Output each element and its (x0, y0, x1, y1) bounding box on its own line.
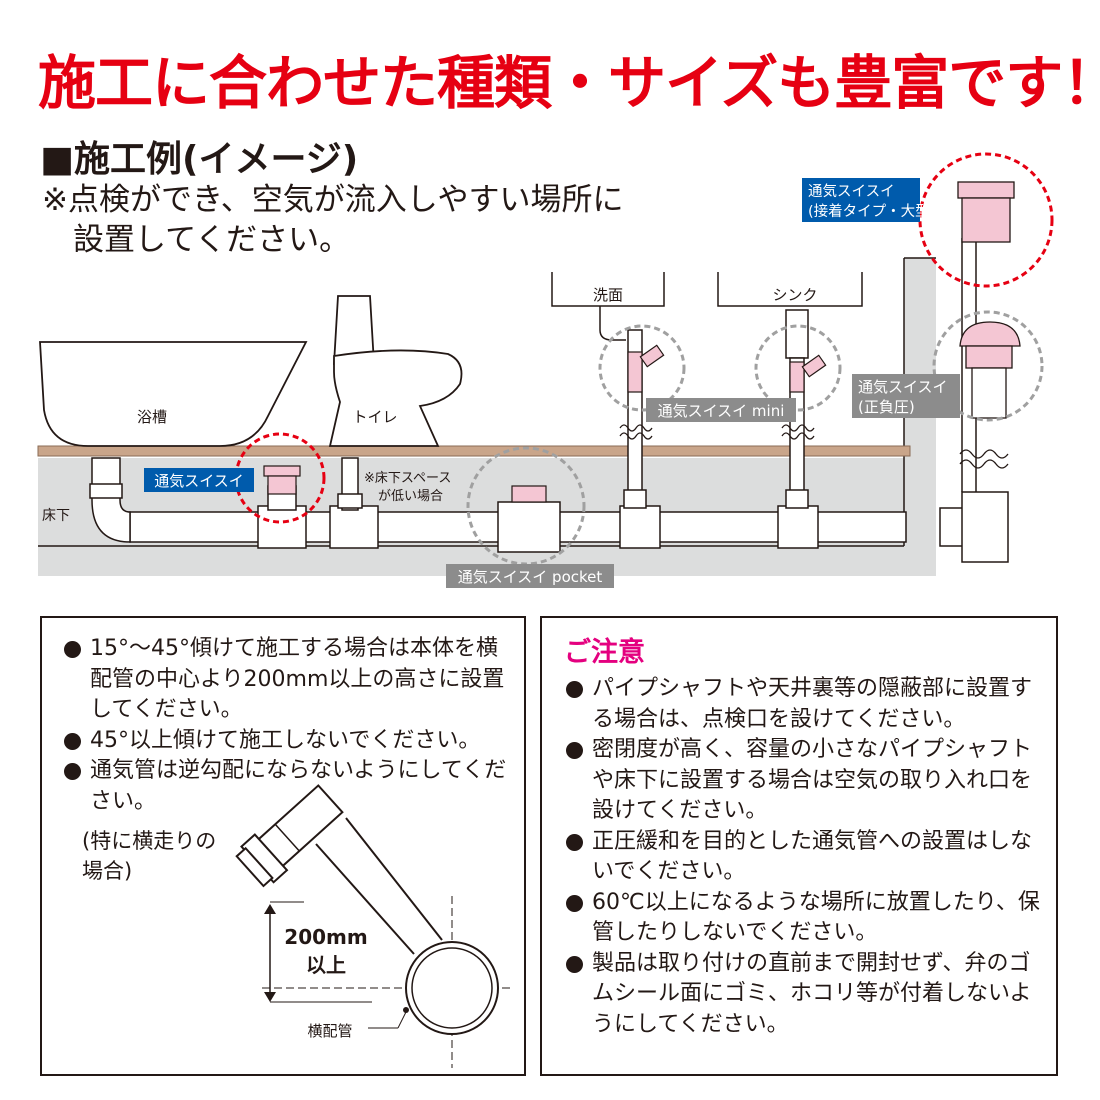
tag-mini (646, 398, 796, 422)
installation-angle-box: 15°～45°傾けて施工する場合は本体を横配管の中心より200mm以上の高さに設… (40, 616, 526, 1076)
caution-bullet: 製品は取り付けの直前まで開封せず、弁のゴムシール面にゴミ、ホコリ等が付着しないよ… (562, 949, 1040, 1041)
caution-bullet: 密閉度が高く、容量の小さなパイプシャフトや床下に設置する場合は空気の取り入れ口を… (562, 735, 1040, 827)
svg-text:通気スイスイ: 通気スイスイ (858, 378, 948, 396)
bathtub (39, 341, 308, 447)
bathtub-label: 浴槽 (137, 408, 167, 426)
installation-diagram: 浴槽 トイレ 洗面 シンク (37, 152, 1054, 588)
paren-note: (特に横走りの 場合) (82, 829, 217, 883)
angle-diagram: 200mm 以上 横配管 (235, 784, 512, 1068)
angle-bullet: 通気管は逆勾配にならないようにしてください。 (60, 756, 508, 817)
washbasin (551, 272, 665, 307)
washbasin-label: 洗面 (593, 286, 623, 304)
dimension-label-2: 以上 (306, 953, 346, 977)
underfloor-label: 床下 (42, 508, 70, 524)
tag-pocket (446, 564, 614, 588)
valve-pos-neg (959, 321, 1021, 419)
tag-pos-neg (852, 374, 960, 418)
svg-text:通気スイスイ: 通気スイスイ (154, 472, 244, 490)
valve-standard (263, 465, 301, 495)
angle-bullets: 15°～45°傾けて施工する場合は本体を横配管の中心より200mm以上の高さに設… (60, 634, 508, 817)
dimension-label-1: 200mm (284, 925, 367, 949)
section-title: ■施工例(イメージ) (40, 139, 359, 180)
svg-text:通気スイスイ pocket: 通気スイスイ pocket (458, 568, 603, 586)
highlight-circle-mini-2 (754, 324, 842, 412)
svg-text:(接着タイプ・大型): (接着タイプ・大型) (808, 203, 935, 220)
svg-text:(正負圧): (正負圧) (858, 398, 915, 416)
tag-large (802, 178, 920, 222)
highlight-circle-large (918, 152, 1054, 288)
svg-text:通気スイスイ mini: 通気スイスイ mini (658, 402, 785, 420)
caution-bullet: パイプシャフトや天井裏等の隠蔽部に設置する場合は、点検口を設けてください。 (562, 674, 1040, 735)
floor (37, 445, 911, 457)
tag-standard (144, 468, 254, 492)
pipe-label: 横配管 (307, 1022, 352, 1040)
caution-bullet: 60℃以上になるような場所に放置したり、保管したりしないでください。 (562, 888, 1040, 949)
headline: 施工に合わせた種類・サイズも豊富です！ (38, 49, 1100, 117)
valve-pocket (511, 485, 547, 503)
highlight-circle-pos-neg (932, 310, 1044, 422)
valve-mini-sink (789, 354, 827, 393)
angle-bullet: 45°以上傾けて施工しないでください。 (60, 726, 508, 757)
highlight-circle-mini-1 (598, 324, 686, 412)
caution-box: ご注意 パイプシャフトや天井裏等の隠蔽部に設置する場合は、点検口を設けてください… (540, 616, 1058, 1076)
toilet-label: トイレ (352, 408, 397, 426)
install-note: ※点検ができ、空気が流入しやすい場所に 設置してください。 (42, 182, 624, 258)
low-space-note-2: が低い場合 (378, 489, 443, 504)
valve-mini-washbasin (627, 344, 665, 393)
angle-bullet: 15°～45°傾けて施工する場合は本体を横配管の中心より200mm以上の高さに設… (60, 634, 508, 726)
sink-label: シンク (772, 286, 817, 304)
highlight-circle-standard (234, 432, 326, 524)
caution-title: ご注意 (564, 637, 645, 668)
toilet (328, 295, 463, 447)
caution-bullets: パイプシャフトや天井裏等の隠蔽部に設置する場合は、点検口を設けてください。 密閉… (562, 674, 1040, 1040)
sink (717, 272, 863, 307)
svg-text:通気スイスイ: 通気スイスイ (808, 183, 895, 200)
caution-bullet: 正圧緩和を目的とした通気管への設置はしないでください。 (562, 827, 1040, 888)
valve-large (957, 181, 1015, 243)
low-space-note-1: ※床下スペース (364, 471, 451, 486)
